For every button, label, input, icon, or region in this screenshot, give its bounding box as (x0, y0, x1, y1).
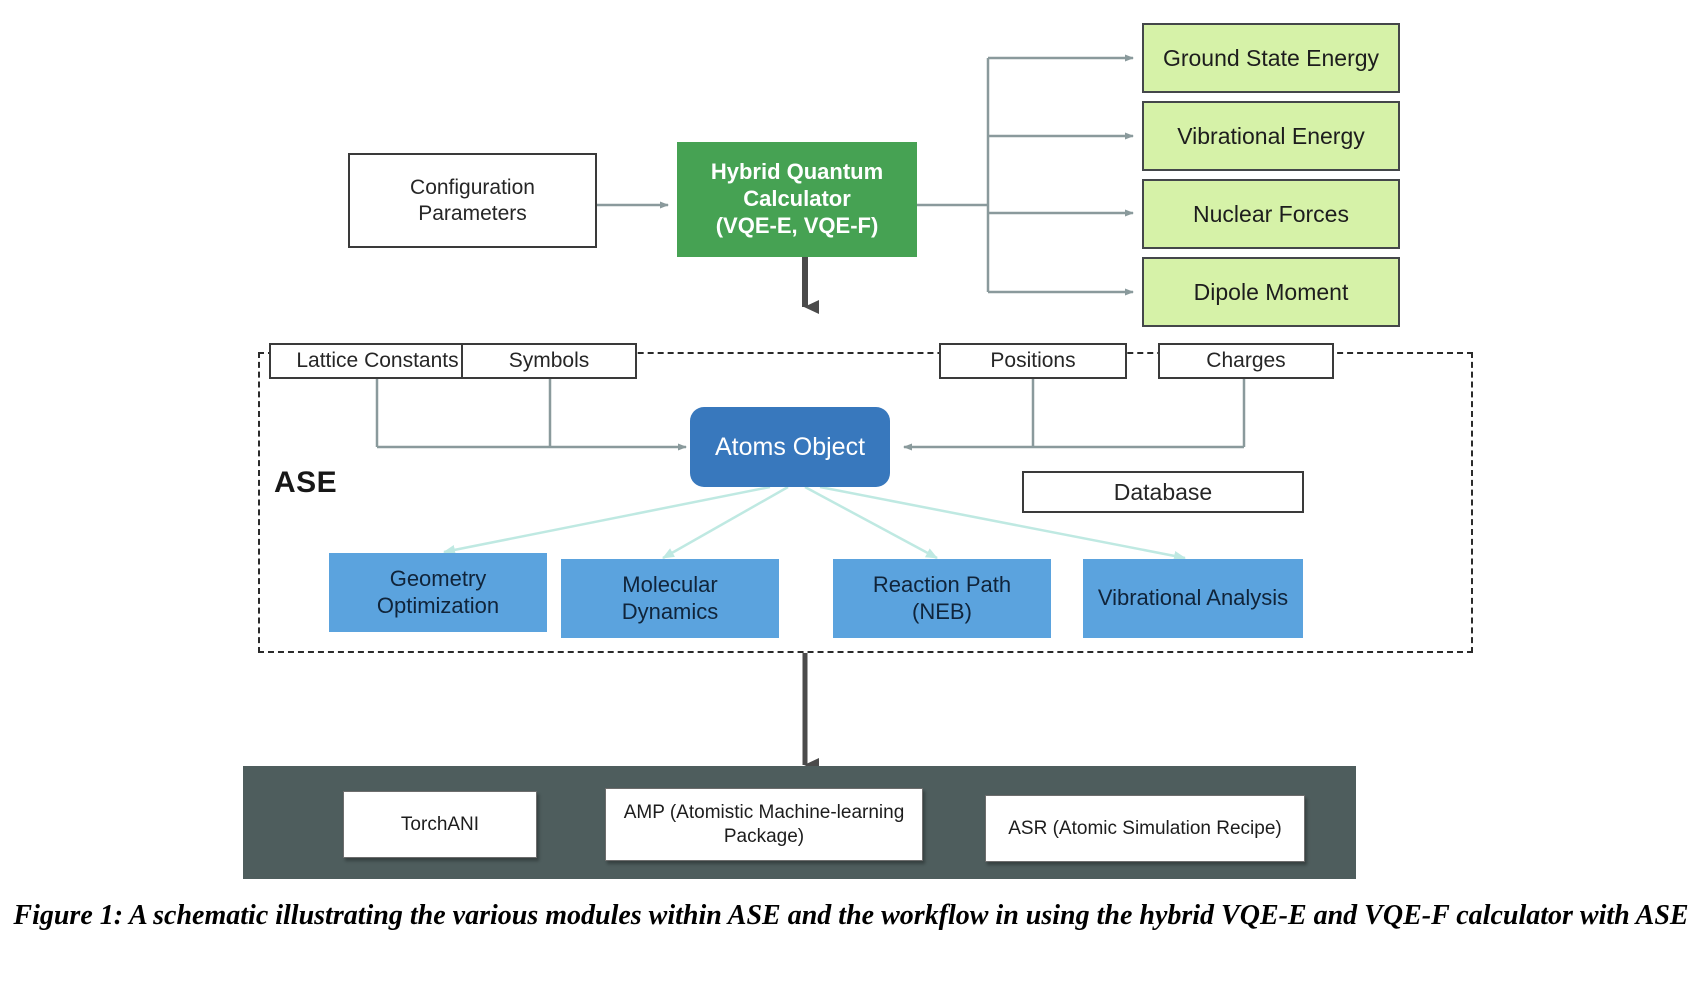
result-label-ground-state-energy: Ground State Energy (1162, 44, 1380, 71)
ase-container (258, 352, 1473, 653)
result-box-nuclear-forces[interactable]: Nuclear Forces (1142, 179, 1400, 249)
module-box-vibrational-analysis[interactable]: Vibrational Analysis (1083, 559, 1303, 638)
ase-label: ASE (274, 466, 338, 499)
property-label-positions: Positions (990, 349, 1076, 373)
module-box-molecular-dynamics[interactable]: Molecular Dynamics (561, 559, 779, 638)
database-label: Database (1113, 478, 1213, 505)
module-label-molecular-dynamics-line2: Dynamics (621, 598, 719, 624)
module-label-reaction-path-line2: (NEB) (912, 598, 972, 624)
calculator-line1: Hybrid Quantum (710, 159, 884, 185)
module-box-reaction-path-neb[interactable]: Reaction Path (NEB) (833, 559, 1051, 638)
configuration-parameters-line2: Parameters (418, 201, 527, 225)
result-box-vibrational-energy[interactable]: Vibrational Energy (1142, 101, 1400, 171)
module-label-reaction-path-line1: Reaction Path (872, 571, 1012, 597)
package-label-asr: ASR (Atomic Simulation Recipe) (1008, 817, 1282, 839)
module-label-molecular-dynamics-line1: Molecular (622, 571, 718, 597)
result-box-dipole-moment[interactable]: Dipole Moment (1142, 257, 1400, 327)
property-box-charges[interactable]: Charges (1158, 343, 1334, 379)
property-label-charges: Charges (1206, 349, 1286, 373)
property-label-symbols: Symbols (508, 349, 590, 373)
atoms-object-label: Atoms Object (714, 432, 866, 461)
module-label-vibrational-analysis: Vibrational Analysis (1097, 585, 1289, 611)
package-box-amp[interactable]: AMP (Atomistic Machine-learning Package) (605, 788, 923, 861)
database-box[interactable]: Database (1022, 471, 1304, 513)
module-label-geometry-optimization-line1: Geometry (389, 565, 487, 591)
calculator-line3: (VQE-E, VQE-F) (715, 212, 879, 238)
calculator-line2: Calculator (743, 186, 851, 212)
package-label-amp-line2: Package) (723, 825, 805, 847)
figure-caption: Figure 1: A schematic illustrating the v… (13, 900, 1689, 931)
property-label-lattice-constants: Lattice Constants (296, 349, 459, 373)
result-box-ground-state-energy[interactable]: Ground State Energy (1142, 23, 1400, 93)
configuration-parameters-line1: Configuration (410, 175, 535, 199)
module-box-geometry-optimization[interactable]: Geometry Optimization (329, 553, 547, 632)
result-label-vibrational-energy: Vibrational Energy (1177, 122, 1365, 149)
wire-calculator-to-results (917, 54, 1134, 296)
package-box-asr[interactable]: ASR (Atomic Simulation Recipe) (985, 795, 1305, 862)
hybrid-quantum-calculator-box[interactable]: Hybrid Quantum Calculator (VQE-E, VQE-F) (677, 142, 917, 257)
module-label-geometry-optimization-line2: Optimization (376, 592, 500, 618)
property-box-lattice-constants[interactable]: Lattice Constants (269, 343, 486, 379)
property-box-symbols[interactable]: Symbols (461, 343, 637, 379)
result-label-nuclear-forces: Nuclear Forces (1193, 200, 1349, 227)
package-label-amp-line1: AMP (Atomistic Machine-learning (623, 802, 905, 824)
result-label-dipole-moment: Dipole Moment (1193, 278, 1349, 305)
property-box-positions[interactable]: Positions (939, 343, 1127, 379)
package-label-torchani: TorchANI (400, 813, 480, 835)
package-box-torchani[interactable]: TorchANI (343, 791, 537, 858)
atoms-object-box[interactable]: Atoms Object (690, 407, 890, 487)
configuration-parameters-box[interactable]: Configuration Parameters (348, 153, 597, 248)
